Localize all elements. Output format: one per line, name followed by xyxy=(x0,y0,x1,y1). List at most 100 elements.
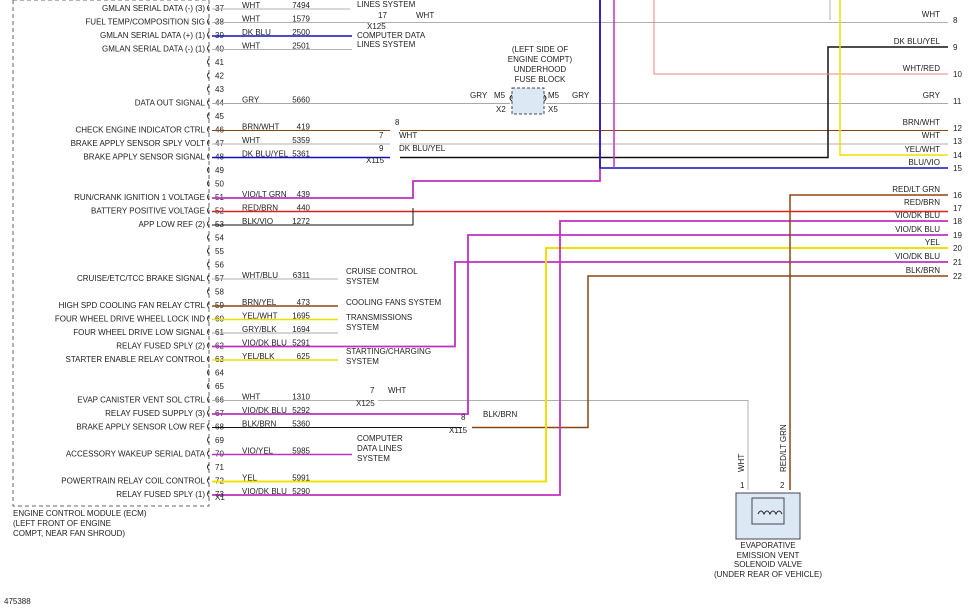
right-terminal-wire-label: WHT xyxy=(922,131,940,140)
fuse-block-left-pin: M5 xyxy=(494,91,506,100)
wire-circuit-number: 6311 xyxy=(293,271,311,280)
ecm-pin-desc: RELAY FUSED SPLY (2) xyxy=(116,342,205,351)
ecm-pin-number: 56 xyxy=(215,261,224,270)
ecm-pin-terminal xyxy=(207,99,210,106)
ecm-pin-terminal xyxy=(207,436,210,444)
system-label-cruise-1: CRUISE CONTROL xyxy=(346,267,418,276)
right-terminal-number: 16 xyxy=(953,191,962,200)
ecm-pin-desc: DATA OUT SIGNAL xyxy=(135,99,206,108)
wire-circuit-number: 5360 xyxy=(292,420,310,429)
ecm-pin-terminal xyxy=(207,180,210,187)
connector-x125-low-pin: 7 xyxy=(370,386,375,395)
system-label-transmissions-1: TRANSMISSIONS xyxy=(346,313,412,322)
system-label-computer-data-1: COMPUTER DATA xyxy=(357,31,426,40)
system-label-starting-2: SYSTEM xyxy=(346,357,379,366)
system-label-cruise-2: SYSTEM xyxy=(346,277,379,286)
right-terminal-number: 21 xyxy=(953,258,962,267)
fuse-block-right-pin: M5 xyxy=(548,91,560,100)
wire-color-label: YEL/WHT xyxy=(242,312,278,321)
ecm-pin-number: 50 xyxy=(215,180,224,189)
right-terminal-wire-label: VIO/DK BLU xyxy=(895,252,940,261)
ecm-pin-terminal xyxy=(207,126,210,133)
ecm-pin-terminal xyxy=(207,382,210,390)
ecm-pin-terminal xyxy=(207,261,210,268)
wire-color-label: VIO/YEL xyxy=(242,447,274,456)
ecm-pin-terminal xyxy=(207,423,210,430)
ecm-pin-terminal xyxy=(207,328,210,336)
ecm-pin-terminal xyxy=(207,396,210,403)
ecm-pin-terminal xyxy=(207,207,210,214)
wire-circuit-number: 5292 xyxy=(292,406,310,415)
connector-x115-pin-9-wire: DK BLU/YEL xyxy=(399,144,446,153)
wire-circuit-number: 5361 xyxy=(292,150,310,159)
right-terminal-wire-label: VIO/DK BLU xyxy=(895,225,940,234)
ecm-pin-terminal xyxy=(207,477,210,484)
ecm-pin-desc: GMLAN SERIAL DATA (-) (1) xyxy=(102,45,205,54)
connector-x115-mid: X115 xyxy=(366,156,385,165)
fuse-block-box xyxy=(511,87,545,115)
wire-color-label: WHT xyxy=(242,136,260,145)
wire-color-label: WHT xyxy=(242,42,260,51)
right-terminal-number: 12 xyxy=(953,124,962,133)
ecm-pin-terminal xyxy=(207,234,210,241)
wire-color-label: YEL/BLK xyxy=(242,352,275,361)
wire-color-label: GRY/BLK xyxy=(242,325,277,334)
wire-66-cont xyxy=(378,400,749,490)
connector-x115-pin-9: 9 xyxy=(379,144,384,153)
wire-68-cont xyxy=(472,275,948,429)
ecm-pin-terminal xyxy=(207,112,210,120)
ecm-label-line-1: ENGINE CONTROL MODULE (ECM) xyxy=(13,509,147,518)
ecm-pin-number: 58 xyxy=(215,288,224,297)
ecm-label-line-2: (LEFT FRONT OF ENGINE xyxy=(13,519,111,528)
ecm-pin-number: 42 xyxy=(215,72,224,81)
ecm-pin-terminal xyxy=(207,409,210,417)
wire-15 xyxy=(599,0,948,169)
right-terminal-number: 10 xyxy=(953,70,962,79)
right-terminal-number: 18 xyxy=(953,217,962,226)
ecm-pin-desc: RELAY FUSED SPLY (1) xyxy=(116,490,205,499)
ecm-pin-terminal xyxy=(207,18,210,25)
system-label-computer-data2-1: COMPUTER xyxy=(357,434,403,443)
system-label-cooling-fans: COOLING FANS SYSTEM xyxy=(346,298,441,307)
wire-62 xyxy=(212,261,948,348)
wire-color-label: DK BLU xyxy=(242,28,271,37)
right-terminal-wire-label: YEL xyxy=(925,238,941,247)
solenoid-coil-symbol xyxy=(757,510,783,516)
right-terminal-wire-label: WHT/RED xyxy=(903,64,941,73)
right-terminal-wire-label: WHT xyxy=(922,10,940,19)
ecm-pin-desc: CHECK ENGINE INDICATOR CTRL xyxy=(76,126,206,135)
right-terminal-wire-label: BLK/BRN xyxy=(906,266,940,275)
solenoid-label-3: SOLENOID VALVE xyxy=(734,560,802,569)
solenoid-label-1: EVAPORATIVE xyxy=(740,541,795,550)
ecm-connector-label: X1 xyxy=(215,493,225,502)
wire-14 xyxy=(839,0,948,156)
right-terminal-wire-label: BLU/VIO xyxy=(908,158,940,167)
wire-color-label: VIO/DK BLU xyxy=(242,339,287,348)
wire-circuit-number: 2501 xyxy=(292,42,310,51)
fuse-block-terminal-symbol xyxy=(509,94,547,102)
right-terminal-wire-label: DK BLU/YEL xyxy=(894,37,941,46)
solenoid-pin-1: 1 xyxy=(740,481,745,490)
ecm-pin-terminal xyxy=(207,490,210,498)
ecm-pin-terminal xyxy=(207,369,210,376)
ecm-pin-number: 49 xyxy=(215,166,224,175)
connector-x125-low: X125 xyxy=(356,399,375,408)
diagram-id: 475388 xyxy=(4,597,31,606)
ecm-pin-terminal xyxy=(207,355,210,363)
ecm-pin-number: 71 xyxy=(215,463,224,472)
system-label-computer-data2-2: DATA LINES xyxy=(357,444,402,453)
ecm-pin-desc: FOUR WHEEL DRIVE LOW SIGNAL xyxy=(73,328,205,337)
ecm-pin-desc: ACCESSORY WAKEUP SERIAL DATA xyxy=(66,450,206,459)
connector-x115-low: X115 xyxy=(449,426,468,435)
ecm-pin-terminal xyxy=(207,72,210,79)
wire-16 xyxy=(789,194,948,490)
fuse-block-label-2: ENGINE COMPT) xyxy=(508,55,573,64)
system-label-computer-data2-3: SYSTEM xyxy=(357,454,390,463)
solenoid-pin-2: 2 xyxy=(780,481,785,490)
solenoid-box xyxy=(735,492,801,540)
connector-x115-pin-7: 7 xyxy=(379,131,384,140)
right-terminal-number: 14 xyxy=(953,151,962,160)
wire-color-label: BLK/BRN xyxy=(242,420,276,429)
